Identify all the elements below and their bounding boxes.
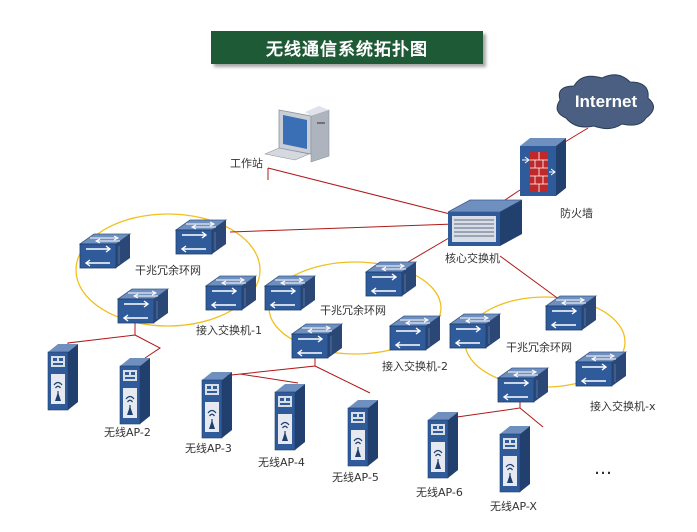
ap-6-label: 无线AP-6 (416, 485, 463, 499)
switch-ring1-b (175, 219, 227, 255)
page-title: 无线通信系统拓扑图 (266, 40, 428, 60)
ap-2-label: 无线AP-2 (104, 425, 151, 439)
ap-3-icon (201, 371, 233, 439)
internet-cloud: Internet (556, 74, 654, 130)
switch-ring2-access (291, 323, 343, 359)
switch-ring1-c (205, 275, 257, 311)
switch-ring1-access (117, 288, 169, 324)
firewall-icon (520, 138, 566, 196)
link-workstation-core (267, 167, 455, 216)
ap-6-icon (427, 411, 459, 479)
link-core-ring2 (407, 234, 455, 263)
switch-ring2-b (365, 261, 417, 297)
workstation-label: 工作站 (230, 156, 263, 170)
ring3-name: 干兆冗余环网 (506, 340, 572, 354)
switch-ring3-b (545, 295, 597, 331)
ap-x-icon (499, 425, 531, 493)
link-core-ring1 (229, 223, 455, 233)
switch-ring2-c (389, 315, 441, 351)
link-core-ring3 (499, 255, 561, 301)
ap-1-icon (47, 343, 79, 411)
more-ellipsis: … (594, 458, 612, 479)
ap-5-icon (347, 399, 379, 467)
link-ring2-ap5 (239, 373, 299, 384)
title-banner: 无线通信系统拓扑图 (211, 31, 483, 64)
ap-x-label: 无线AP-X (490, 499, 537, 513)
link-ring1-ap2 (134, 334, 161, 359)
ring1-access-label: 接入交换机-1 (196, 323, 262, 337)
workstation-icon (263, 106, 330, 163)
link-ring3-apx (519, 407, 544, 428)
link-ring1-ap (67, 323, 136, 350)
switch-ring2-a (264, 275, 316, 311)
switch-ring3-c (575, 351, 627, 387)
ap-4-label: 无线AP-4 (258, 455, 305, 469)
link-ring3-ap (449, 400, 521, 419)
ap-3-label: 无线AP-3 (185, 441, 232, 455)
switch-ring3-access (497, 367, 549, 403)
ring1-name: 干兆冗余环网 (135, 263, 201, 277)
firewall-label: 防火墙 (560, 206, 593, 220)
ring-1 (75, 213, 261, 327)
link-ring2-ap (221, 357, 316, 377)
ap-4-icon (274, 383, 306, 451)
core-switch-label: 核心交换机 (445, 251, 500, 265)
switch-ring3-a (449, 313, 501, 349)
ring2-access-label: 接入交换机-2 (382, 359, 448, 373)
link-ring2-ap4 (314, 365, 371, 394)
internet-label: Internet (575, 92, 638, 111)
ap-2-icon (119, 357, 151, 425)
switch-ring1-a (79, 233, 131, 269)
ap-5-label: 无线AP-5 (332, 470, 379, 484)
ring2-name: 干兆冗余环网 (320, 303, 386, 317)
ring3-access-label: 接入交换机-x (590, 399, 656, 413)
core-switch-icon (447, 199, 523, 246)
